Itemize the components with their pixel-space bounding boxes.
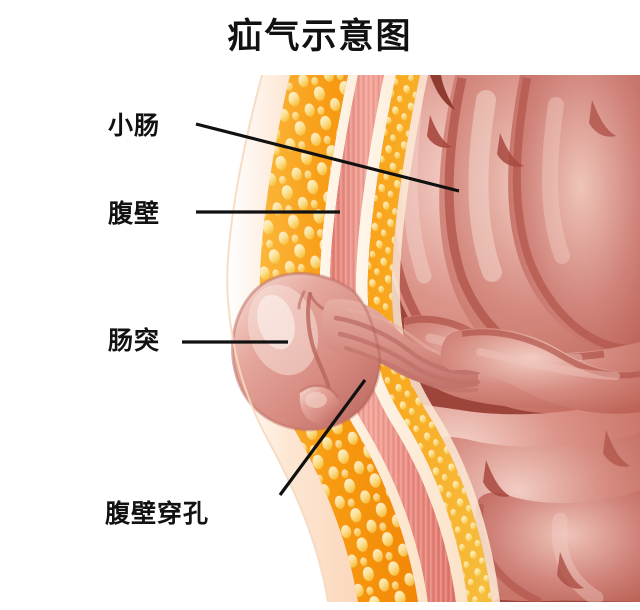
label-small-intestine: 小肠 (108, 111, 161, 140)
illustration-body (226, 75, 640, 602)
label-intestinal-protrusion: 肠突 (108, 326, 161, 355)
label-abdominal-wall: 腹壁 (108, 199, 161, 228)
label-abdominal-wall-perforation: 腹壁穿孔 (105, 499, 210, 528)
leader-line-small-intestine (195, 122, 460, 193)
page-title: 疝气示意图 (227, 17, 413, 57)
hernia-region (231, 272, 640, 432)
fascia-inner (355, 75, 468, 602)
peritoneum-layer (391, 75, 500, 602)
leader-lines (182, 122, 460, 496)
leader-line-perforation (278, 379, 367, 496)
